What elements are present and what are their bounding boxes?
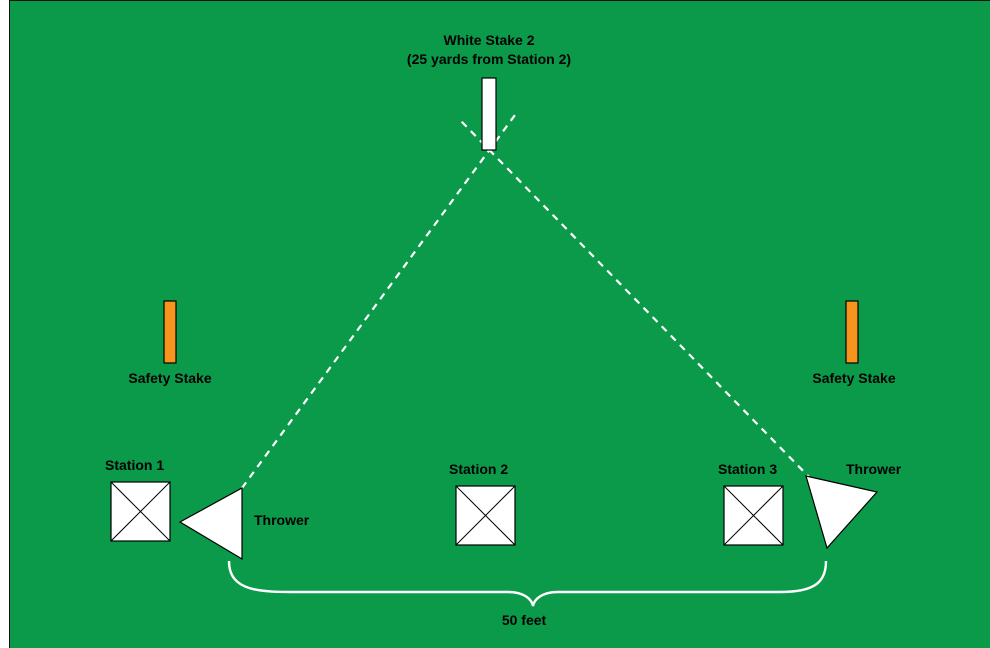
distance-brace [227,560,828,607]
station-1-box [110,481,171,542]
thrower-right-label: Thrower [846,461,902,477]
station-2-box [455,485,516,546]
sight-line-left [241,114,516,489]
station-1-label: Station 1 [105,457,165,473]
station-3-box [723,485,784,546]
white-stake [481,77,497,151]
station-3-label: Station 3 [718,461,778,477]
station-2-label: Station 2 [449,461,509,477]
thrower-left-label: Thrower [254,512,310,528]
safety-stake-right [845,300,859,364]
sight-line-right [459,119,813,481]
distance-label: 50 feet [501,612,547,628]
safety-stake-right-label: Safety Stake [812,370,896,386]
safety-stake-left-label: Safety Stake [128,370,212,386]
white-stake-subtitle: (25 yards from Station 2) [406,51,572,67]
thrower-right-triangle [805,475,879,550]
thrower-left-triangle [178,486,243,561]
safety-stake-left [163,300,177,364]
white-stake-title: White Stake 2 [443,32,535,48]
